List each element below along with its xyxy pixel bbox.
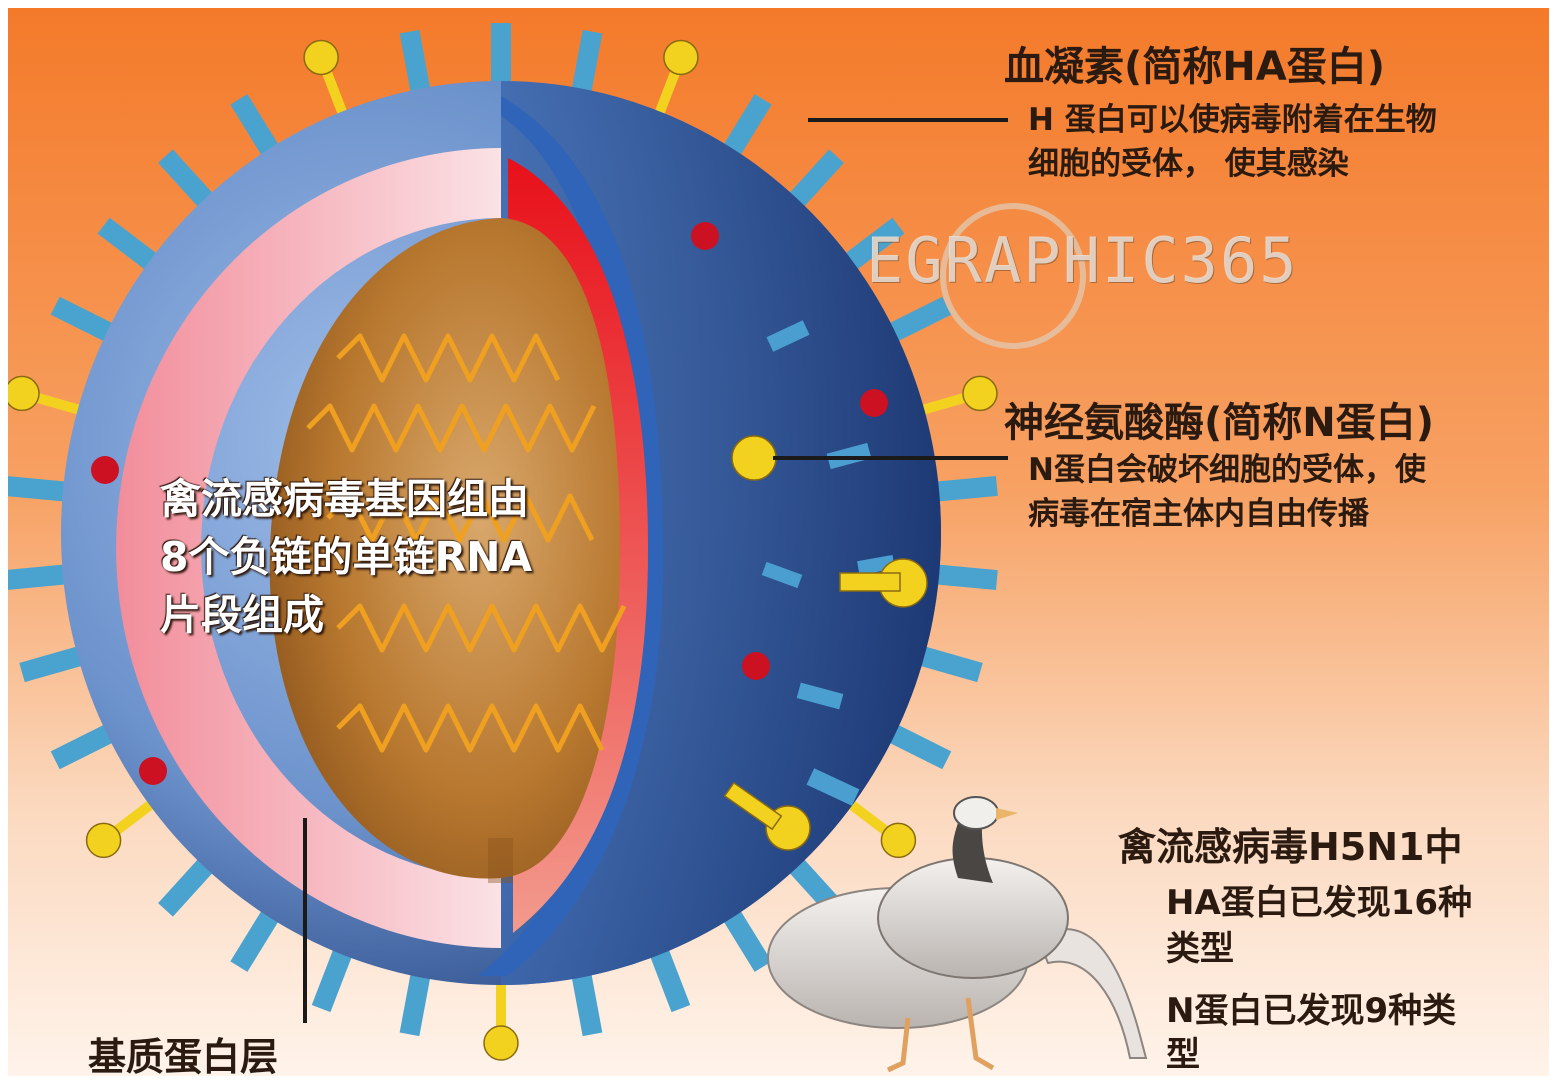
matrix-layer-label: 基质蛋白层 [88, 1035, 279, 1076]
na-spike-head [85, 822, 122, 859]
goose-illustration [767, 796, 1148, 1073]
genome-line-3: 片段组成 [160, 591, 324, 639]
h5n1-ha-line-1: HA蛋白已发现16种 [1166, 883, 1473, 923]
tile [806, 768, 860, 806]
red-dot [139, 757, 167, 785]
na-spike-head [880, 822, 917, 859]
core-notch [488, 838, 513, 883]
na-spike-head [8, 375, 40, 412]
red-dot [860, 389, 888, 417]
rna-segment [326, 493, 595, 543]
rna-segments [306, 333, 627, 753]
na-spike-head [303, 39, 339, 76]
goose-leg [965, 997, 995, 1071]
na-title: 神经氨酸酶(简称N蛋白) [1004, 400, 1435, 446]
h5n1-title: 禽流感病毒H5N1中 [1118, 825, 1463, 869]
inner-red-layer [508, 158, 648, 933]
red-dot [691, 222, 719, 250]
goose-leg [886, 1017, 911, 1073]
na-stem [839, 572, 901, 592]
h5n1-na-line-1: N蛋白已发现9种类 [1166, 991, 1457, 1031]
matrix-protein-layer [116, 148, 501, 948]
tile [761, 561, 803, 589]
na-spike-head [962, 375, 998, 412]
rna-segment [336, 703, 605, 753]
ha-desc-line-2: 细胞的受体， 使其感染 [1028, 146, 1349, 182]
red-dot [742, 652, 770, 680]
na-surface-knobs [723, 435, 928, 851]
goose-beak [996, 808, 1018, 820]
tile [796, 682, 844, 710]
genome-line-2: 8个负链的单链RNA [160, 533, 533, 581]
na-stem [723, 781, 783, 831]
rna-segment [306, 403, 597, 453]
na-spike-head [483, 1025, 519, 1061]
goose-neck-back [1036, 928, 1148, 1059]
watermark-ring [940, 203, 1086, 349]
rna-segment [336, 333, 561, 383]
h5n1-ha-line-2: 类型 [1166, 929, 1234, 969]
virus-diagram: EGRAPHIC365 血凝素(简称HA蛋白) H 蛋白可以使病毒附着在生物 细… [8, 8, 1549, 1076]
na-desc-line-1: N蛋白会破坏细胞的受体，使 [1028, 452, 1426, 488]
genome-line-1: 禽流感病毒基因组由 [160, 475, 529, 523]
virus-illustration [8, 23, 1148, 1073]
ha-desc-line-1: H 蛋白可以使病毒附着在生物 [1028, 102, 1437, 138]
leader-lines [303, 118, 1008, 1023]
na-desc-line-2: 病毒在宿主体内自由传播 [1028, 496, 1369, 532]
goose-head [953, 796, 999, 830]
na-knob [731, 435, 777, 481]
tile [766, 320, 810, 352]
na-spike-head [663, 39, 699, 76]
watermark-text: EGRAPHIC365 [866, 224, 1299, 297]
ha-title: 血凝素(简称HA蛋白) [1004, 44, 1385, 90]
red-dot [91, 456, 119, 484]
rna-segment [336, 603, 627, 653]
h5n1-na-line-2: 型 [1166, 1035, 1200, 1075]
genome-caption: 禽流感病毒基因组由 8个负链的单链RNA 片段组成 [160, 470, 630, 644]
envelope-dots [91, 222, 888, 785]
